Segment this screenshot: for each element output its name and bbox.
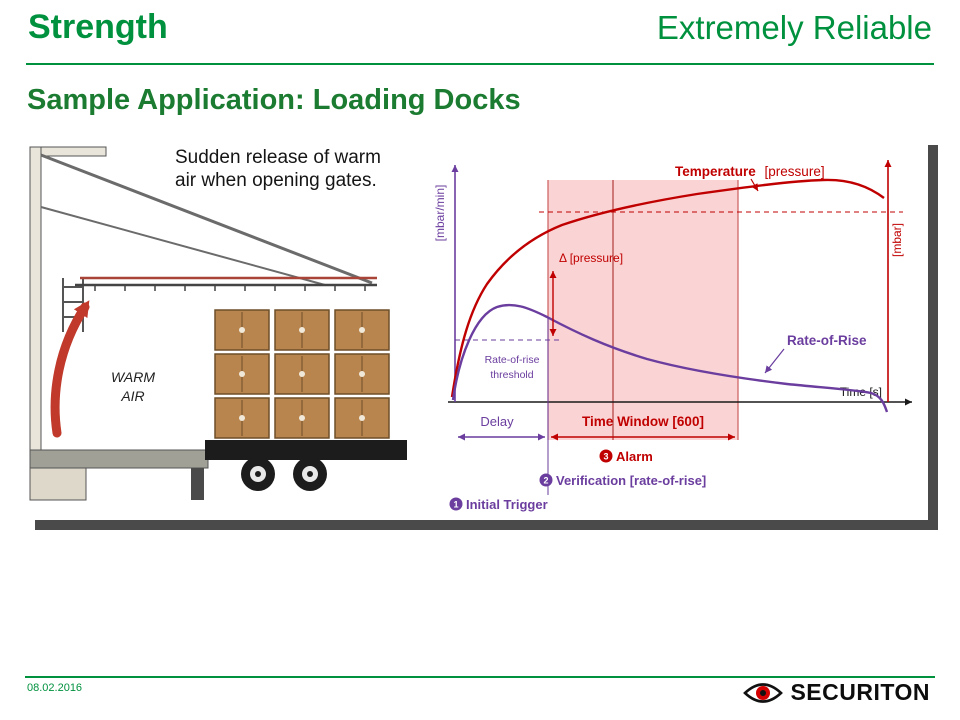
rate-of-rise-pointer-arrow (764, 348, 785, 374)
dock-building (29, 146, 377, 501)
rail-ticks (94, 285, 366, 291)
warm-air-arrow (50, 300, 90, 438)
temperature-curve (450, 178, 885, 398)
delay-label: Delay (480, 414, 514, 429)
time-window-label: Time Window [600] (582, 414, 704, 429)
marker-initial-trigger: 1 Initial Trigger (449, 497, 548, 512)
content-panel: Sudden release of warm air when opening … (25, 135, 928, 520)
rate-of-rise-curve (451, 303, 889, 413)
threshold-label-line1: Rate-of-rise (485, 354, 540, 366)
header-strength-text: Strength (28, 8, 168, 46)
svg-text:3: 3 (603, 452, 608, 462)
brand-name: SECURITON (790, 679, 930, 705)
rate-of-rise-label: Rate-of-Rise (787, 333, 867, 348)
y-left-axis-label: [mbar/min] (435, 185, 447, 242)
svg-text:1: 1 (453, 500, 458, 510)
y-right-axis-label: [mbar] (890, 223, 904, 257)
header-tagline-text: Extremely Reliable (656, 9, 932, 46)
illustration-caption-line2: air when opening gates. (175, 170, 377, 191)
warm-air-label-line2: AIR (120, 388, 144, 404)
svg-text:Alarm: Alarm (616, 449, 653, 464)
threshold-label-line2: threshold (490, 369, 533, 381)
footer-divider-line (25, 676, 935, 678)
slide-title: Sample Application: Loading Docks (27, 84, 521, 116)
illustration-caption-line1: Sudden release of warm (175, 147, 381, 168)
header-divider-line (26, 63, 934, 65)
truck (205, 440, 407, 491)
eye-icon (743, 682, 784, 703)
delta-pressure-label: Δ [pressure] (559, 251, 623, 265)
securiton-logo: SECURITON (743, 679, 930, 706)
svg-text:2: 2 (543, 476, 548, 486)
marker-verification: 2 Verification [rate-of-rise] (539, 473, 706, 488)
marker-alarm: 3 Alarm (599, 449, 653, 464)
loading-dock-illustration: Sudden release of warm air when opening … (29, 146, 407, 501)
time-window-region (548, 180, 738, 440)
temperature-pointer-arrow (750, 178, 759, 192)
svg-text:Verification [rate-of-rise]: Verification [rate-of-rise] (556, 473, 706, 488)
footer-date: 08.02.2016 (27, 682, 83, 694)
detection-chart: [mbar/min] [mbar] Time [s] Δ [pressure] … (435, 160, 912, 512)
svg-text:Initial Trigger: Initial Trigger (466, 497, 548, 512)
cargo-boxes (214, 309, 390, 439)
warm-air-label-line1: WARM (111, 369, 155, 385)
dock-platform (29, 449, 209, 501)
temperature-label: Temperature [pressure] (675, 164, 825, 179)
